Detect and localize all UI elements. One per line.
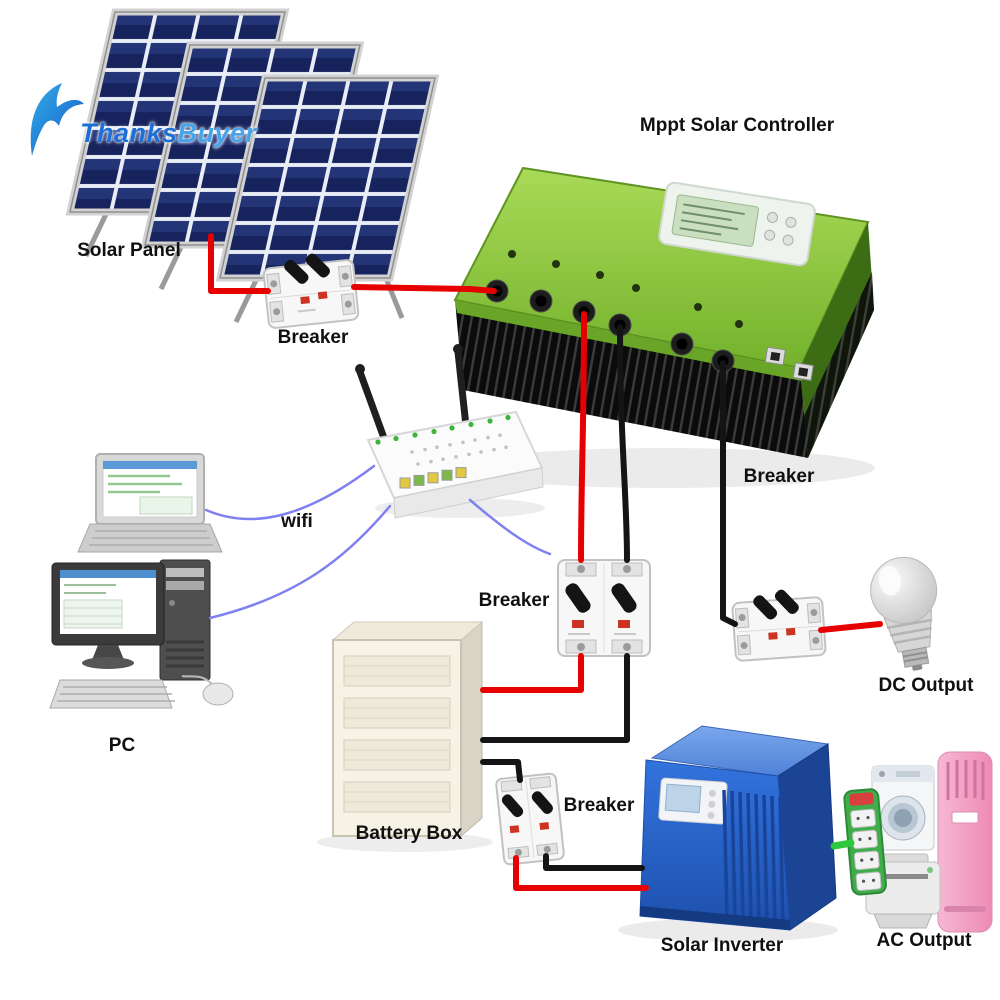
dc-output-label: DC Output	[878, 675, 974, 696]
breaker-dc-device	[731, 589, 827, 662]
controller-terminals	[485, 279, 735, 373]
wire-breaker-controller-red	[351, 284, 497, 294]
breaker-inverter-device	[495, 772, 565, 866]
router-ports	[399, 467, 467, 489]
dc-light-bulb	[870, 556, 938, 671]
laptop	[77, 453, 223, 553]
battery-box-louvers	[343, 655, 451, 813]
breaker-battery-device	[557, 559, 651, 657]
battery-box-device	[331, 620, 484, 838]
wire-controller-dcbreaker-black	[720, 360, 738, 627]
ac-output-label: AC Output	[876, 930, 972, 951]
pc-label: PC	[108, 735, 136, 756]
power-strip	[843, 788, 887, 896]
router-front	[393, 467, 544, 519]
pc-tower	[159, 559, 211, 681]
controller-lcd-panel	[658, 181, 816, 267]
solar-panel-label: Solar Panel	[77, 240, 181, 261]
thanksbuyer-logo-text: ThanksBuyer	[80, 117, 257, 148]
breaker-dc-label: Breaker	[743, 466, 815, 487]
wifi-router	[355, 344, 544, 519]
controller-label: Mppt Solar Controller	[639, 115, 835, 136]
pc-mouse	[202, 682, 234, 706]
controller-heatsink-fins	[455, 300, 808, 458]
wire-breaker-inverter-black	[543, 853, 645, 871]
desktop-pc	[49, 559, 234, 709]
wire-controller-battery-red	[578, 311, 587, 563]
solar-inverter-device	[639, 725, 837, 931]
wiring	[204, 233, 883, 891]
thanksbuyer-logo-icon	[30, 83, 85, 156]
thanksbuyer-watermark: ThanksBuyer	[24, 80, 257, 160]
breaker-battery-label: Breaker	[478, 590, 550, 611]
router-led-strip	[375, 414, 511, 445]
wire-batterybox-breaker-black	[480, 759, 523, 783]
inverter-lcd	[658, 777, 728, 825]
wire-laptop-router-blue	[204, 464, 376, 521]
wire-pc-router-blue	[208, 504, 392, 620]
router-vent-dots	[410, 433, 508, 466]
inverter-vents	[722, 789, 785, 927]
breaker-pv-device	[262, 253, 360, 329]
wire-controller-battery-black	[617, 324, 630, 563]
wire-breaker-batterybox-red	[480, 653, 584, 693]
wifi-label: wifi	[281, 511, 313, 532]
controller-comm-ports	[764, 346, 814, 381]
breaker-pv-label: Breaker	[277, 327, 349, 348]
breaker-inverter-label: Breaker	[563, 795, 635, 816]
router-antenna-right	[454, 348, 470, 430]
battery-box-label: Battery Box	[355, 823, 463, 844]
wire-inverter-ac-green	[830, 839, 855, 850]
router-antenna-left	[356, 368, 388, 442]
wire-router-controller-blue	[468, 498, 552, 556]
solar-panel-array	[65, 8, 440, 324]
controller-shadow	[455, 448, 875, 488]
wire-dcbreaker-bulb-red	[818, 621, 883, 633]
controller-screws	[508, 250, 743, 328]
wire-breaker-batterybox-black	[480, 653, 630, 743]
power-strip-switch	[849, 792, 874, 806]
wire-breaker-inverter-red	[513, 855, 649, 891]
wire-panel-breaker-red	[208, 233, 271, 294]
air-conditioner	[937, 751, 993, 933]
mppt-controller-device	[453, 166, 874, 458]
solar-inverter-label: Solar Inverter	[660, 935, 784, 956]
solar-panel-3	[215, 74, 440, 324]
